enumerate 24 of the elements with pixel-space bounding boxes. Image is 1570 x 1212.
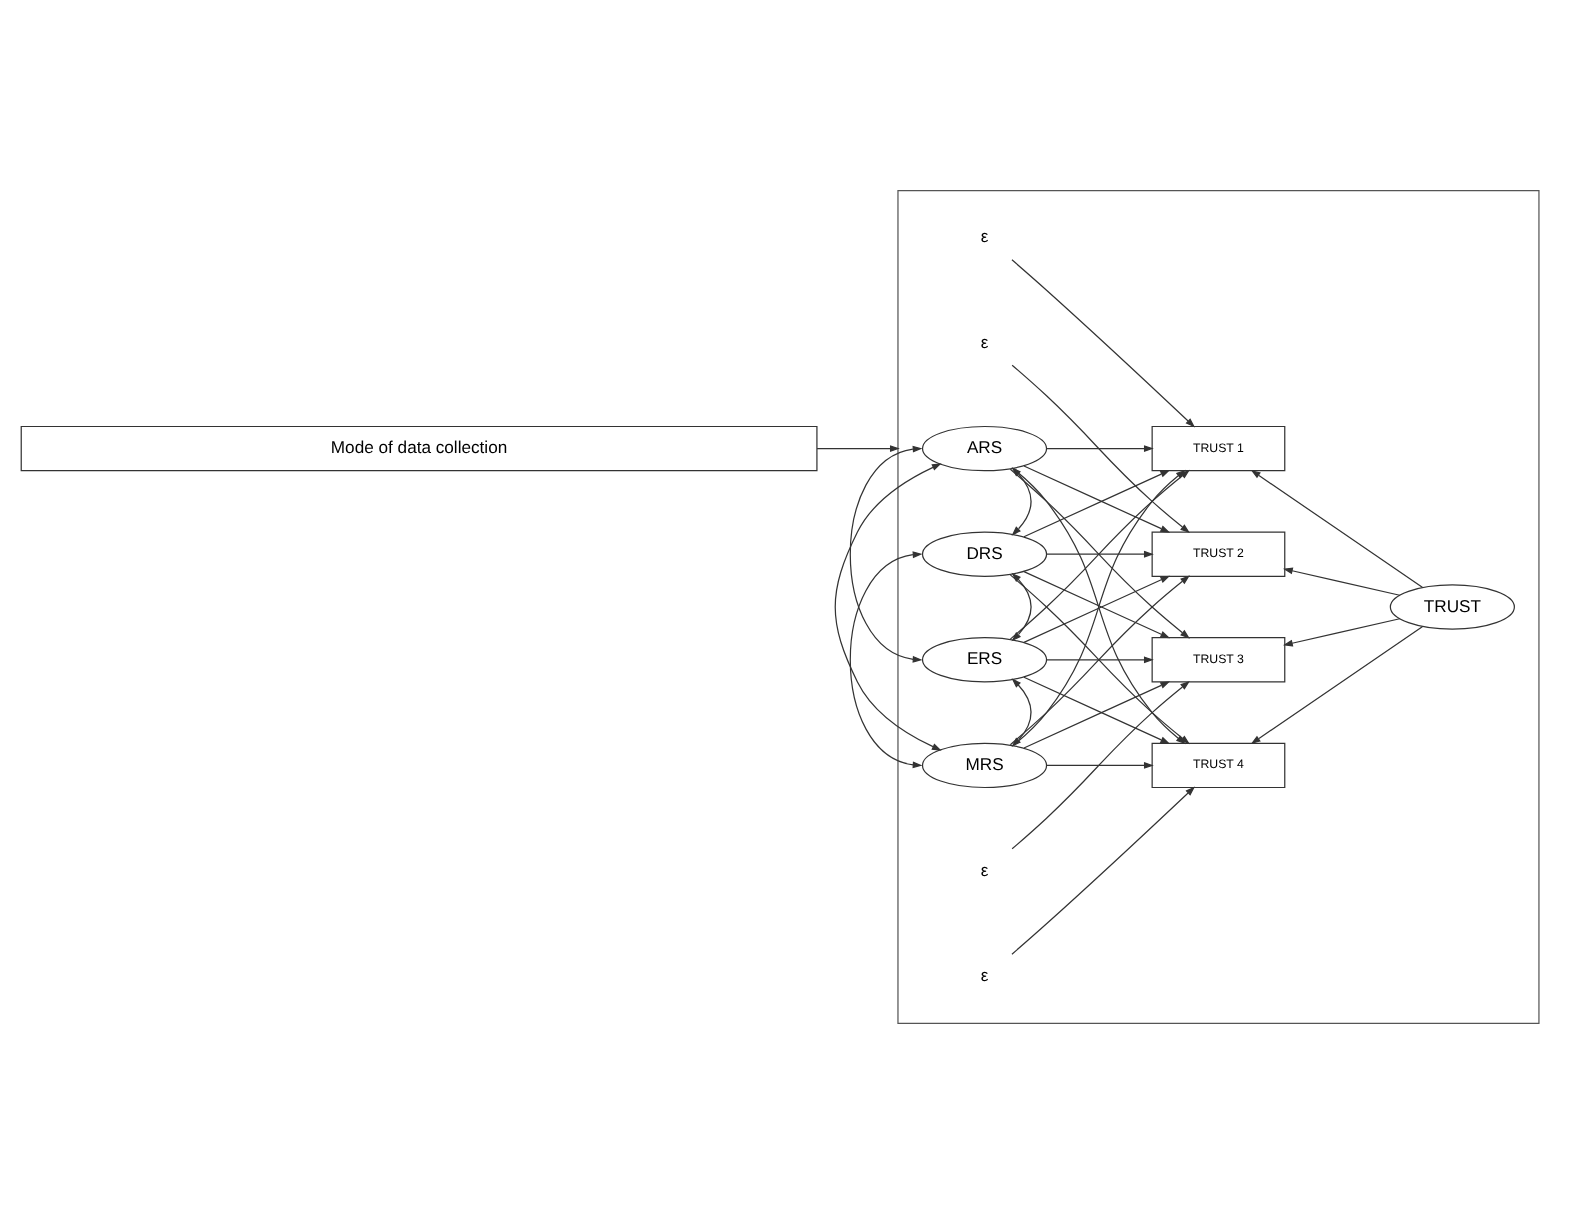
node-ellipse: DRS bbox=[921, 530, 1048, 576]
arrow bbox=[1045, 760, 1154, 768]
node-text: ε bbox=[980, 858, 989, 879]
node-box: Mode of data collection bbox=[20, 424, 818, 471]
node-text: ε bbox=[980, 964, 989, 985]
arrow bbox=[1250, 468, 1424, 588]
arrow bbox=[1011, 258, 1196, 427]
node-text: ε bbox=[980, 224, 989, 245]
arrow bbox=[1282, 566, 1401, 595]
arrow bbox=[1045, 655, 1154, 663]
cluster bbox=[897, 189, 1540, 1023]
arrow bbox=[849, 550, 923, 768]
arrow bbox=[816, 444, 900, 452]
arrow bbox=[1011, 571, 1032, 641]
arrow bbox=[1045, 549, 1154, 557]
node-ellipse: TRUST bbox=[1389, 583, 1515, 629]
arrow bbox=[1011, 785, 1196, 954]
arrow bbox=[1250, 624, 1424, 744]
node-ellipse: ERS bbox=[921, 636, 1048, 682]
arrow bbox=[1282, 617, 1401, 646]
node-text: ε bbox=[980, 330, 989, 351]
arrow bbox=[849, 444, 923, 662]
arrow bbox=[834, 462, 942, 750]
arrow bbox=[1045, 444, 1154, 452]
